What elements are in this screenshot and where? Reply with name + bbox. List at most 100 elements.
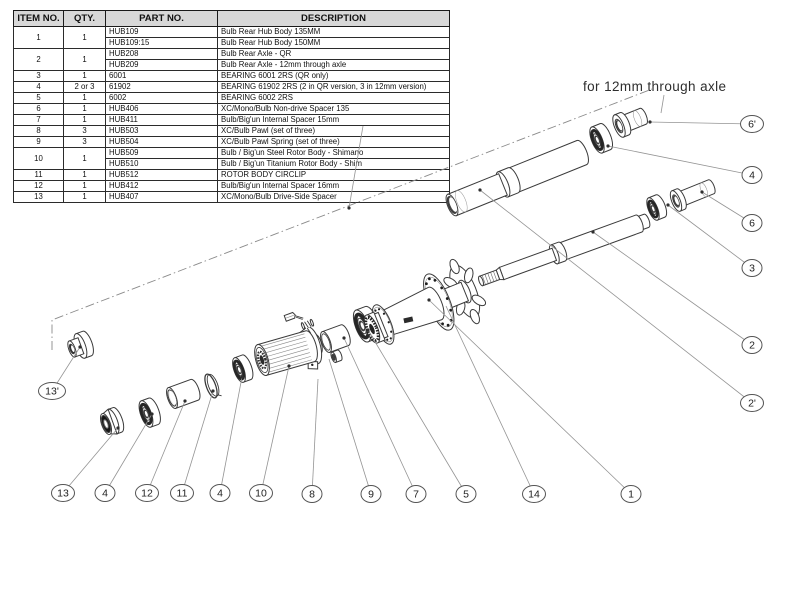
callout-label: 5 (463, 489, 469, 501)
table-cell: 1 (63, 114, 106, 126)
leader-dot (183, 399, 187, 403)
callout-label: 9 (368, 489, 374, 501)
table-cell: 2 or 3 (63, 81, 106, 93)
table-cell: 1 (63, 180, 106, 192)
table-cell: Bulb/Big'un Internal Spacer 15mm (217, 114, 450, 126)
table-cell: 1 (63, 92, 106, 104)
table-cell: Bulb Rear Hub Body 135MM (217, 26, 450, 38)
part-spring-9 (300, 318, 315, 330)
callout-balloon-3 (741, 259, 763, 277)
table-cell: BEARING 6001 2RS (QR only) (217, 70, 450, 82)
table-cell: ROTOR BODY CIRCLIP (217, 169, 450, 181)
table-cell: HUB412 (105, 180, 218, 192)
callout-balloon-6 (741, 214, 763, 232)
part-bearing-3 (646, 194, 668, 221)
callout-label: 6' (748, 119, 756, 131)
leader-line (607, 145, 753, 176)
callout-balloon-9 (360, 485, 382, 503)
leader-dot (240, 375, 244, 379)
table-cell: 6001 (105, 70, 218, 82)
callout-label: 2' (748, 398, 756, 410)
leader-dot (150, 412, 154, 416)
callout-label: 11 (177, 488, 188, 500)
table-cell: 1 (63, 169, 106, 181)
leader-dot (591, 230, 595, 234)
leader-line (701, 191, 753, 224)
leader-dot (342, 336, 346, 340)
leader-line (667, 204, 753, 269)
leader-line (445, 305, 535, 495)
leader-line (428, 299, 632, 495)
part-spacer-6-prime (612, 107, 648, 138)
callout-balloon-2' (740, 394, 764, 412)
callout-balloon-6' (740, 115, 764, 133)
leader-line (328, 358, 372, 495)
callout-label: 4 (102, 488, 108, 500)
column-header-1: QTY. (63, 10, 106, 27)
column-header-3: DESCRIPTION (217, 10, 450, 27)
leader-line (311, 378, 319, 495)
table-cell: HUB406 (105, 103, 218, 115)
leader-dot (366, 328, 370, 332)
part-rotor-body-10 (254, 326, 323, 376)
leader-line (104, 413, 153, 494)
table-cell: HUB208 (105, 48, 218, 60)
leader-line (649, 121, 753, 125)
callout-balloon-8 (301, 485, 323, 503)
part-hub-body-1 (363, 258, 487, 345)
table-cell: BEARING 6002 2RS (217, 92, 450, 104)
table-cell: 3 (13, 70, 64, 82)
table-cell: 9 (13, 136, 64, 148)
leader-dot (648, 120, 652, 124)
table-cell: 6 (13, 103, 64, 115)
callout-label: 12 (141, 488, 153, 500)
part-pawl-8 (283, 311, 304, 322)
part-spacer-6 (669, 179, 716, 212)
callout-balloon-14 (522, 485, 546, 503)
leader-dot (666, 203, 670, 207)
leader-line (260, 365, 290, 494)
part-axle-12mm-2-prime (445, 139, 589, 217)
part-bearing-4c (589, 123, 614, 154)
column-header-0: ITEM NO. (13, 10, 64, 27)
callout-label: 4 (217, 488, 223, 500)
table-cell: 4 (13, 81, 64, 93)
table-cell: HUB510 (105, 158, 218, 170)
callout-balloon-11 (170, 484, 194, 502)
callout-balloon-4 (209, 484, 231, 502)
leader-dot (116, 426, 120, 430)
table-cell: 1 (63, 48, 106, 71)
callout-label: 1 (628, 489, 634, 501)
callout-balloon-10 (249, 484, 273, 502)
callout-balloon-4 (94, 484, 116, 502)
callout-label: 14 (528, 489, 540, 501)
part-bearing-4a (138, 397, 161, 428)
table-cell: HUB509 (105, 147, 218, 159)
table-cell: Bulb Rear Hub Body 150MM (217, 37, 450, 49)
annotation-12mm-axle: for 12mm through axle (583, 79, 726, 94)
part-spacer-13 (99, 407, 125, 435)
annotation-leader-line (660, 94, 665, 114)
table-cell: XC/Bulb Pawl (set of three) (217, 125, 450, 137)
part-axle-qr-2 (478, 213, 651, 287)
callout-label: 13' (45, 386, 59, 398)
leader-dot (211, 389, 215, 393)
part-spacer-13-prime (67, 330, 94, 359)
part-spacer-12 (166, 378, 201, 409)
callout-balloon-4 (741, 166, 763, 184)
leader-line (51, 346, 81, 392)
callout-balloon-13 (51, 484, 75, 502)
callout-label: 3 (749, 263, 755, 275)
table-cell: 5 (13, 92, 64, 104)
callout-balloon-12 (135, 484, 159, 502)
table-cell: 2 (13, 48, 64, 71)
